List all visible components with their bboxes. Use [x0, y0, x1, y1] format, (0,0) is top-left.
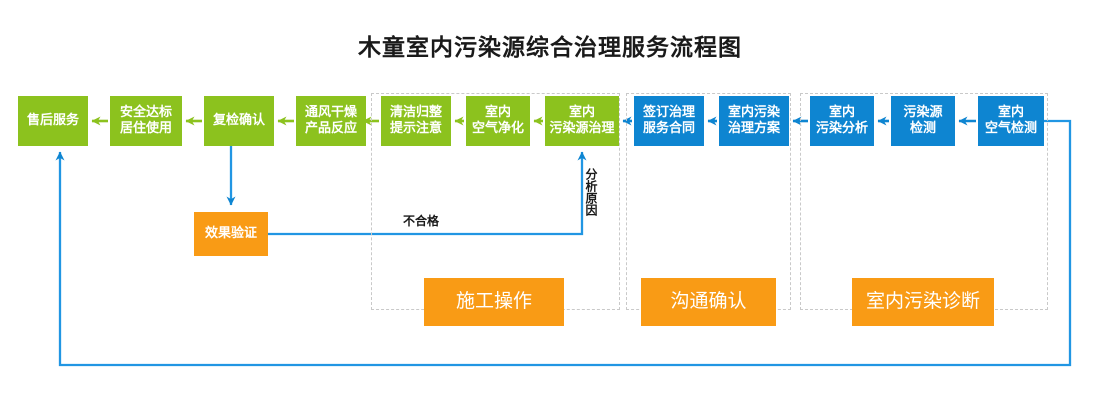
node-pollution-treatment[interactable]: 室内 污染源治理	[545, 96, 619, 146]
edge-label-fail: 不合格	[403, 214, 440, 228]
node-air-purification[interactable]: 室内 空气净化	[466, 96, 530, 146]
node-effect-verification[interactable]: 效果验证	[194, 212, 268, 256]
node-communication-confirm[interactable]: 沟通确认	[641, 278, 776, 326]
node-safe-living-use[interactable]: 安全达标 居住使用	[110, 96, 182, 146]
node-construction-operation[interactable]: 施工操作	[424, 278, 564, 326]
page-title: 木童室内污染源综合治理服务流程图	[358, 35, 742, 61]
edge-label-reason: 分析原因	[584, 168, 598, 216]
node-sign-contract[interactable]: 签订治理 服务合同	[634, 96, 704, 146]
node-treatment-plan[interactable]: 室内污染 治理方案	[719, 96, 789, 146]
node-pollution-source-test[interactable]: 污染源 检测	[891, 96, 955, 146]
node-ventilate-dry[interactable]: 通风干燥 产品反应	[296, 96, 366, 146]
node-recheck-confirm[interactable]: 复检确认	[204, 96, 274, 146]
node-pollution-analysis[interactable]: 室内 污染分析	[810, 96, 874, 146]
node-clean-tidy-notice[interactable]: 清洁归整 提示注意	[381, 96, 451, 146]
node-indoor-pollution-diagnosis[interactable]: 室内污染诊断	[852, 278, 994, 326]
node-after-sales-service[interactable]: 售后服务	[18, 96, 88, 146]
node-indoor-air-test[interactable]: 室内 空气检测	[978, 96, 1044, 146]
